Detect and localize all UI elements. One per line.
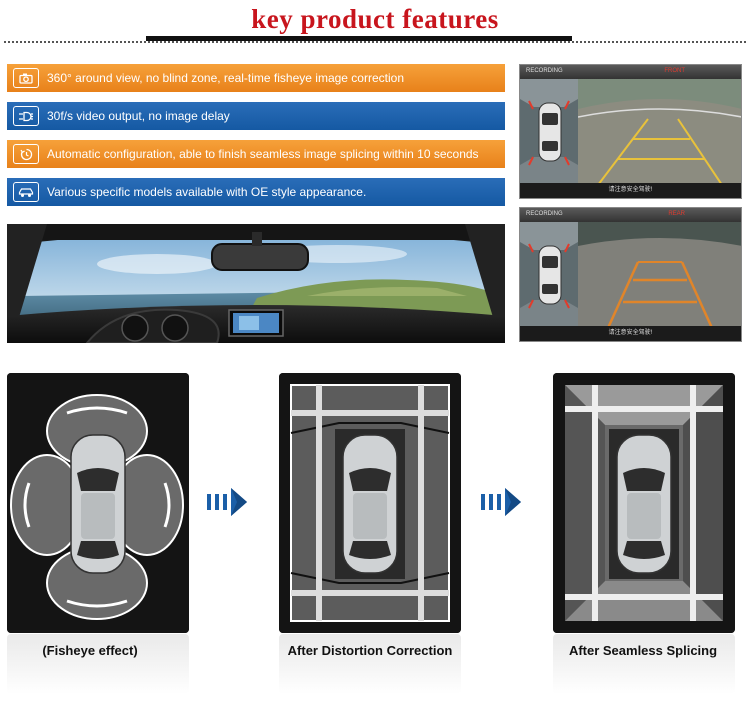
monitor-footer: 请注意安全驾驶! [520,326,741,341]
camera-rear-view [578,222,741,326]
monitor-rear-view: RECORDING REAR 请注意安全驾驶! [519,207,742,342]
video-output-icon [13,106,39,126]
camera-icon [13,68,39,88]
warning-text: 请注意安全驾驶! [608,330,653,336]
view-label: FRONT [664,68,685,74]
feature-bar-auto-config: Automatic configuration, able to finish … [7,140,505,168]
arrow-right-icon [481,484,537,525]
dotted-divider [4,41,746,43]
page-title: key product features [251,4,499,34]
reflection [7,634,189,694]
feature-text: Various specific models available with O… [47,185,367,199]
monitor-footer: 请注意安全驾驶! [520,183,741,198]
warning-text: 请注意安全驾驶! [608,187,653,193]
auto-config-icon [13,144,39,164]
car-interior-photo [7,224,505,343]
car-model-icon [13,182,39,202]
fisheye-panel [7,373,189,633]
monitor-status-bar: RECORDING REAR [520,208,741,222]
feature-text: 360° around view, no blind zone, real-ti… [47,71,404,85]
caption-seamless-splicing: After Seamless Splicing [568,643,718,658]
arrow-right-icon [207,484,263,525]
feature-bar-video-output: 30f/s video output, no image delay [7,102,505,130]
monitor-status-bar: RECORDING FRONT [520,65,741,79]
title-underline [146,36,572,41]
feature-bar-360-view: 360° around view, no blind zone, real-ti… [7,64,505,92]
seamless-splicing-panel [553,373,735,633]
distortion-correction-panel [279,373,461,633]
feature-text: 30f/s video output, no image delay [47,109,230,123]
camera-front-view [578,79,741,183]
feature-bar-car-models: Various specific models available with O… [7,178,505,206]
birdseye-view [520,79,578,185]
reflection [553,634,735,694]
recording-status: RECORDING [526,68,563,74]
recording-status: RECORDING [526,211,563,217]
feature-text: Automatic configuration, able to finish … [47,147,479,161]
caption-distortion-correction: After Distortion Correction [287,643,453,658]
reflection [279,634,461,694]
birdseye-view [520,222,578,328]
caption-fisheye: (Fisheye effect) [42,643,138,658]
view-label: REAR [668,211,685,217]
monitor-front-view: RECORDING FRONT 请注意安全驾驶! [519,64,742,199]
